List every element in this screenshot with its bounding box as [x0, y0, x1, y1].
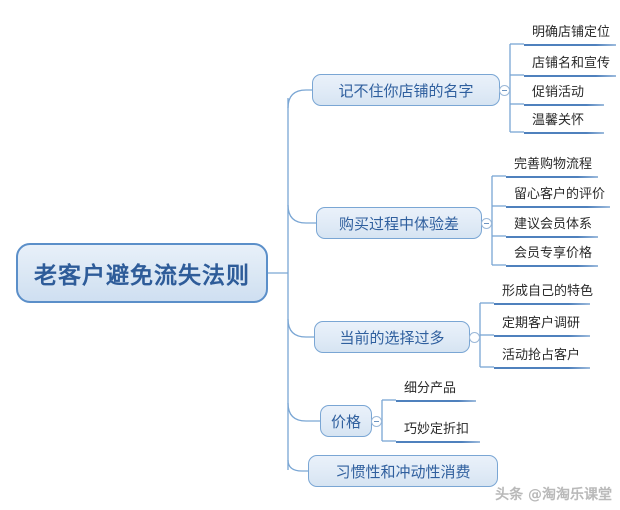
leaf-node-3-1-label: 形成自己的特色 — [502, 284, 594, 299]
branch-node-1-label: 记不住你店铺的名字 — [338, 81, 474, 100]
leaf-underline — [524, 104, 604, 106]
branch-node-2-label: 购买过程中体验差 — [338, 214, 459, 233]
leaf-node-1-2-label: 店铺名和宣传 — [532, 56, 611, 71]
leaf-underline — [524, 44, 616, 46]
leaf-node-3-2-label: 定期客户调研 — [502, 316, 581, 331]
watermark: 头条 @淘淘乐课堂 — [495, 487, 612, 503]
leaf-underline — [506, 176, 598, 178]
leaf-underline — [396, 441, 480, 443]
branch-node-5[interactable]: 习惯性和冲动性消费 — [308, 455, 498, 487]
leaf-underline — [506, 265, 598, 267]
branch-node-4[interactable]: 价格 — [320, 405, 372, 437]
root-node[interactable]: 老客户避免流失法则 — [16, 243, 268, 303]
leaf-node-2-4-label: 会员专享价格 — [514, 246, 593, 261]
leaf-underline — [506, 236, 598, 238]
branch-node-3-label: 当前的选择过多 — [339, 328, 445, 347]
leaf-underline — [494, 303, 590, 305]
leaf-node-2-1-label: 完善购物流程 — [514, 157, 593, 172]
leaf-node-1-4-label: 温馨关怀 — [532, 113, 585, 128]
leaf-node-1-3-label: 促销活动 — [532, 85, 585, 100]
branch-node-2[interactable]: 购买过程中体验差 — [316, 207, 482, 239]
collapse-toggle-branch-1[interactable] — [499, 85, 510, 96]
leaf-underline — [524, 75, 616, 77]
leaf-underline — [524, 132, 604, 134]
leaf-underline — [494, 367, 590, 369]
leaf-node-4-1-label: 细分产品 — [404, 381, 457, 396]
minus-icon — [484, 223, 489, 224]
leaf-underline — [396, 400, 476, 402]
leaf-node-4-2-label: 巧妙定折扣 — [404, 422, 470, 437]
leaf-underline — [494, 335, 590, 337]
leaf-node-3-3-label: 活动抢占客户 — [502, 348, 581, 363]
branch-node-5-label: 习惯性和冲动性消费 — [335, 462, 471, 481]
leaf-node-1-1-label: 明确店铺定位 — [532, 25, 611, 40]
branch-node-4-label: 价格 — [330, 412, 361, 431]
minus-icon — [374, 421, 379, 422]
collapse-toggle-branch-3[interactable] — [469, 332, 480, 343]
collapse-toggle-branch-4[interactable] — [371, 416, 382, 427]
leaf-node-2-2-label: 留心客户的评价 — [514, 187, 606, 202]
branch-node-3[interactable]: 当前的选择过多 — [314, 321, 470, 353]
branch-node-1[interactable]: 记不住你店铺的名字 — [312, 74, 500, 106]
root-node-label: 老客户避免流失法则 — [34, 263, 250, 289]
leaf-node-2-3-label: 建议会员体系 — [514, 217, 593, 232]
collapse-toggle-branch-2[interactable] — [481, 218, 492, 229]
minus-icon — [502, 90, 507, 91]
leaf-underline — [506, 206, 610, 208]
